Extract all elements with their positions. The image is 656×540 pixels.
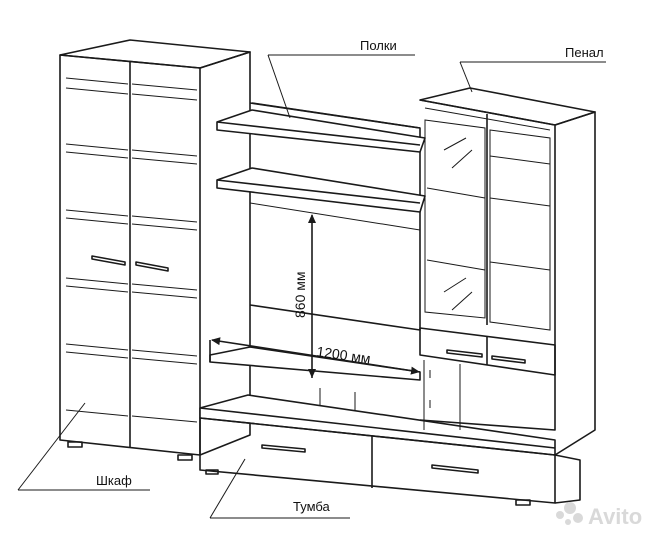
watermark-text: Avito xyxy=(588,504,642,529)
tv-stand-label: Тумба xyxy=(293,499,331,514)
handle-icon xyxy=(431,464,479,474)
height-dimension: 860 мм xyxy=(292,272,308,319)
handle-icon xyxy=(135,261,169,272)
handle-icon xyxy=(261,444,306,453)
pencil-case xyxy=(419,87,596,456)
shelves xyxy=(216,102,426,331)
tv-stand xyxy=(199,340,581,506)
wardrobe xyxy=(59,39,251,461)
wardrobe-label: Шкаф xyxy=(96,473,132,488)
width-dimension: 1200 мм xyxy=(316,343,372,366)
handle-icon xyxy=(491,355,526,364)
watermark-logo-icon xyxy=(556,511,564,519)
width-arrow xyxy=(211,337,421,375)
callouts xyxy=(17,54,606,519)
wardrobe-callout-line xyxy=(17,402,86,491)
shelves-callout-line xyxy=(267,54,291,119)
pencil-case-label: Пенал xyxy=(565,45,604,60)
tv-stand-callout-line xyxy=(209,458,246,519)
handle-icon xyxy=(91,255,126,266)
handle-icon xyxy=(446,349,483,358)
dimensions: 860 мм 1200 мм xyxy=(211,214,421,378)
watermark: Avito xyxy=(556,502,642,529)
pencil-case-callout-line xyxy=(459,61,473,93)
shelves-label: Полки xyxy=(360,38,397,53)
